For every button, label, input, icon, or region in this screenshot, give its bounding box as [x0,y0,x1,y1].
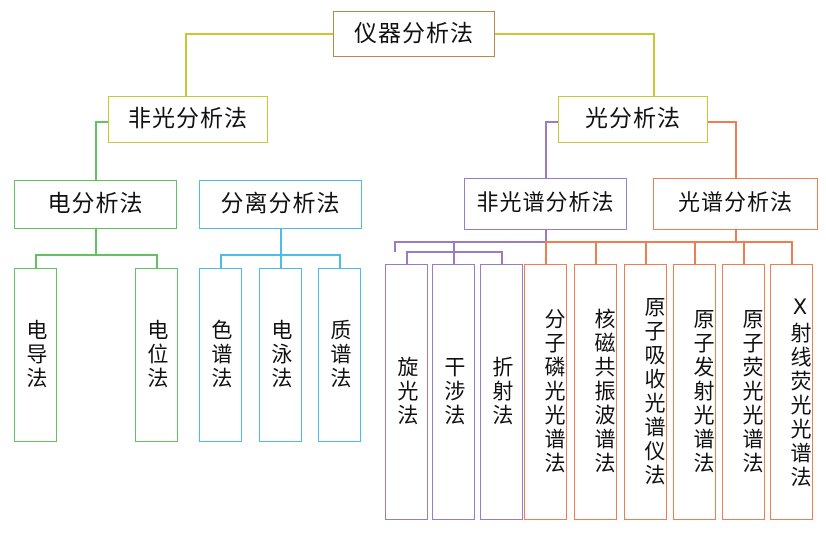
leaf-separation-0[interactable]: 色谱法 [199,268,242,442]
connector-separation-leaf-0 [220,254,222,269]
node-nonspectral[interactable]: 非光谱分析法 [464,178,627,230]
connector-spectral-leaf-3 [694,241,696,265]
connector-nonoptical-electro-v [95,121,97,181]
connector-optical-spectral-v [735,121,737,179]
connector-spectral-leaf-0 [545,241,547,265]
node-root[interactable]: 仪器分析法 [333,11,495,57]
connector-electro-stem [95,229,97,255]
connector-electro-leaf-0 [35,254,37,269]
leaf-nonspectral-2[interactable]: 折射法 [480,264,523,520]
connector-separation-leaf-1 [280,254,282,269]
connector-spectral-leaf-1 [595,241,597,265]
node-nonoptical[interactable]: 非光分析法 [108,96,268,143]
node-optical[interactable]: 光分析法 [558,96,708,143]
connector-optical-spectral-h [708,121,736,123]
connector-nonspectral-leaf-1 [453,241,455,265]
connector-root-left [185,33,335,35]
connector-spectral-leaf-4 [743,241,745,265]
connector-root-right-drop [653,33,655,97]
connector-nonspectral-stem [545,230,547,242]
leaf-spectral-5[interactable]: X射线荧光光谱法 [770,264,813,520]
connector-nonspectral-bar-outer [394,241,546,243]
connector-separation-leaf-2 [339,254,341,269]
connector-spectral-stem [735,230,737,242]
connector-root-right [494,33,654,35]
connector-optical-nonspectral-v [545,121,547,179]
connector-root-left-drop [185,33,187,97]
leaf-spectral-3[interactable]: 原子发射光谱法 [673,264,716,520]
leaf-electro-1[interactable]: 电位法 [135,268,178,442]
node-electro[interactable]: 电分析法 [14,180,177,229]
leaf-spectral-2[interactable]: 原子吸收光谱仪法 [624,264,667,520]
connector-nonspectral-leaf-2 [501,251,503,265]
leaf-electro-0[interactable]: 电导法 [14,268,57,442]
connector-nonspectral-outer-left [394,241,396,252]
leaf-nonspectral-0[interactable]: 旋光法 [385,264,428,520]
connector-spectral-leaf-2 [645,241,647,265]
leaf-spectral-0[interactable]: 分子磷光光谱法 [524,264,567,520]
connector-electro-bar [35,254,157,256]
leaf-nonspectral-1[interactable]: 干涉法 [432,264,475,520]
leaf-spectral-1[interactable]: 核磁共振波谱法 [574,264,617,520]
leaf-separation-1[interactable]: 电泳法 [259,268,302,442]
connector-spectral-leaf-5 [791,241,793,265]
connector-nonspectral-leaf-0 [406,251,408,265]
node-spectral[interactable]: 光谱分析法 [653,178,818,230]
connector-nonoptical-electro-h [95,121,109,123]
connector-electro-leaf-1 [156,254,158,269]
leaf-separation-2[interactable]: 质谱法 [318,268,361,442]
connector-separation-stem [280,229,282,255]
node-separation[interactable]: 分离分析法 [199,180,362,229]
leaf-spectral-4[interactable]: 原子荧光光谱法 [722,264,765,520]
connector-optical-nonspectral-h [545,121,559,123]
connector-spectral-bar [545,241,792,243]
